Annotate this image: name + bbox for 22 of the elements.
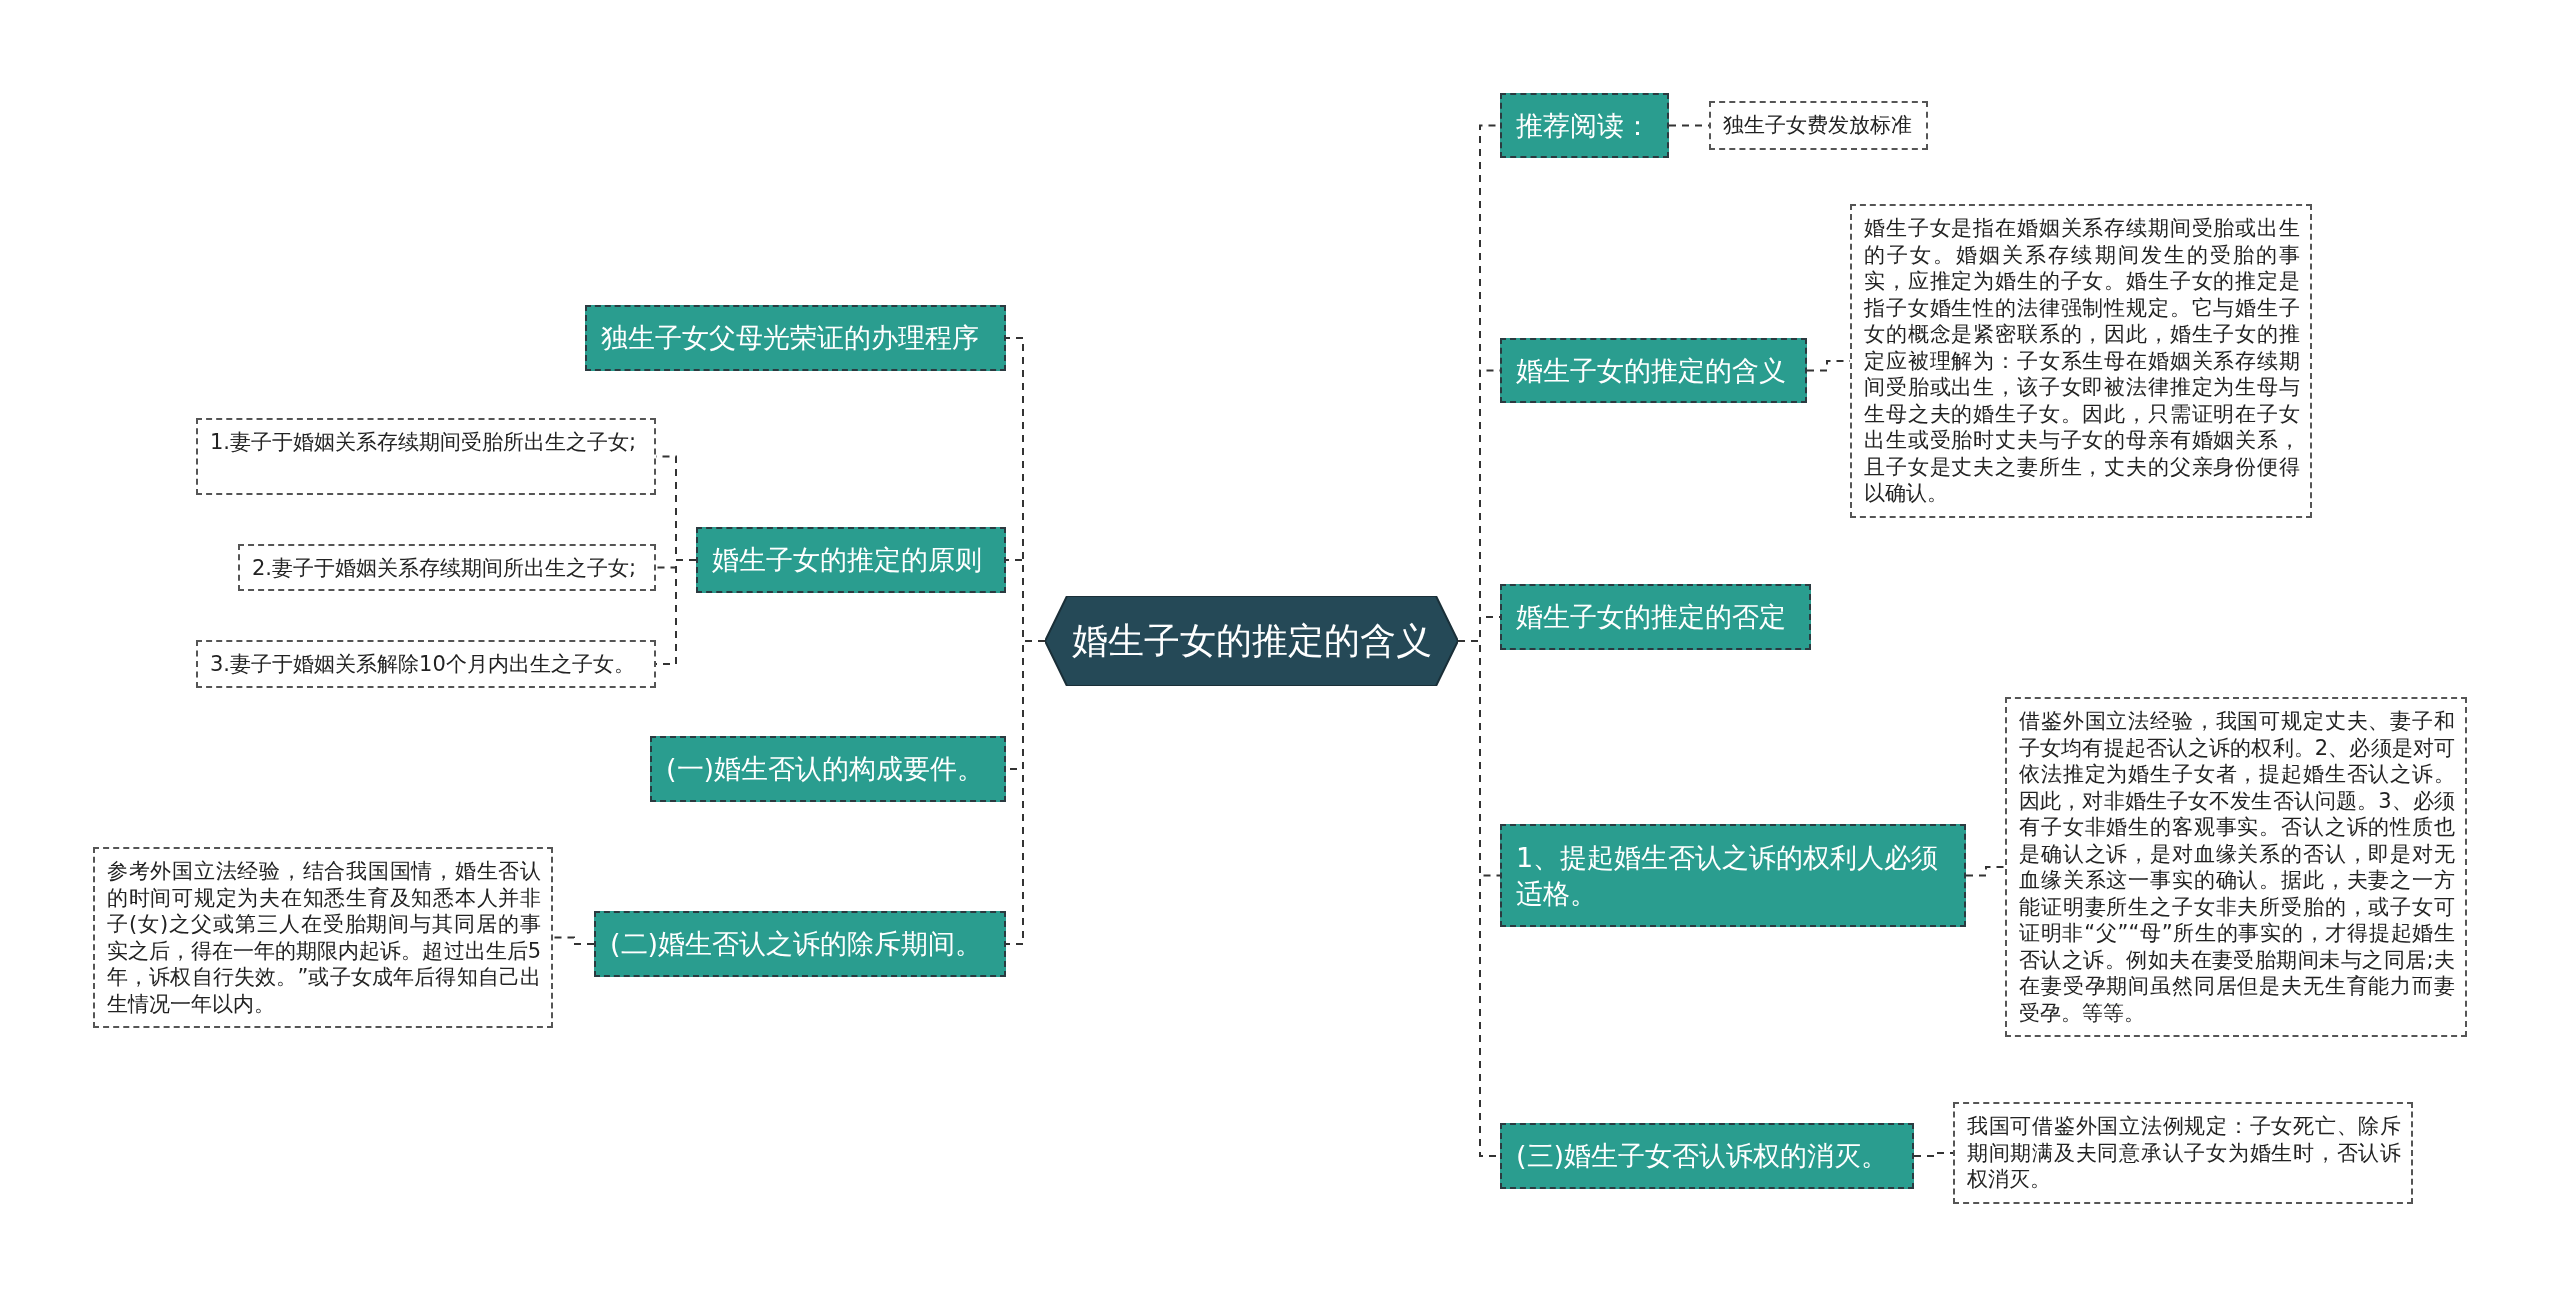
- note-box: 1.妻子于婚姻关系存续期间受胎所出生之子女;: [196, 418, 656, 495]
- note-box: 参考外国立法经验，结合我国国情，婚生否认的时间可规定为夫在知悉生育及知悉本人并非子(女)之父或第三人在受胎期间与其同居的事实之后，得在一年的期限内起诉。超过出生后5年，诉权自行失效。”或子女成年后得知自己出生情况一年以内。: [93, 847, 553, 1028]
- connector-line: [1965, 866, 2006, 877]
- topic-box: 婚生子女的推定的含义: [1500, 338, 1807, 403]
- connector-line: [1913, 1152, 1954, 1157]
- topic-box: (三)婚生子女否认诉权的消灭。: [1500, 1123, 1914, 1189]
- connector-line: [552, 936, 595, 945]
- note-box: 婚生子女是指在婚姻关系存续期间受胎或出生的子女。婚姻关系存续期间发生的受胎的事实，应推定为婚生的子女。婚生子女的推定是指子女婚生性的法律强制性规定。它与婚生子女的概念是紧密联系的，因此，婚生子女的推定应被理解为：子女系生母在婚姻关系存续期间受胎或出生，该子女即被法律推定为生母与生母之夫的婚生子女。因此，只需证明在子女出生或受胎时丈夫与子女的母亲有婚姻关系，且子女是丈夫之妻所生，丈夫的父亲身份便得以确认。: [1850, 204, 2312, 518]
- topic-box: 婚生子女的推定的原则: [696, 527, 1006, 593]
- note-box: 3.妻子于婚姻关系解除10个月内出生之子女。: [196, 640, 656, 688]
- topic-box: (一)婚生否认的构成要件。: [650, 736, 1006, 802]
- note-box: 独生子女费发放标准: [1709, 101, 1928, 150]
- topic-box: (二)婚生否认之诉的除斥期间。: [594, 911, 1006, 977]
- central-topic-hexagon: 婚生子女的推定的含义: [1045, 596, 1458, 686]
- topic-box: 独生子女父母光荣证的办理程序: [585, 305, 1006, 371]
- note-box: 我国可借鉴外国立法例规定：子女死亡、除斥期间期满及夫同意承认子女为婚生时，否认诉权消灭。: [1953, 1102, 2413, 1204]
- connector-line: [1005, 640, 1046, 945]
- topic-box: 推荐阅读：: [1500, 93, 1669, 158]
- topic-box: 1、提起婚生否认之诉的权利人必须适格。: [1500, 824, 1966, 927]
- note-box: 借鉴外国立法经验，我国可规定丈夫、妻子和子女均有提起否认之诉的权利。2、必须是对可依法推定为婚生子女者，提起婚生否认之诉。因此，对非婚生子女不发生否认问题。3、必须有子女非婚生的客观事实。否认之诉的性质也是确认之诉，是对血缘关系的否认，即是对无血缘关系这一事实的确认。据此，夫妻之一方能证明妻所生之子女非夫所受胎的，或子女可证明非“父”“母”所生的事实的，才得提起婚生否认之诉。例如夫在妻受胎期间未与之同居;夫在妻受孕期间虽然同居但是夫无生育能力而妻受孕。等等。: [2005, 697, 2467, 1037]
- note-box: 2.妻子于婚姻关系存续期间所出生之子女;: [238, 544, 656, 591]
- topic-box: 婚生子女的推定的否定: [1500, 584, 1811, 650]
